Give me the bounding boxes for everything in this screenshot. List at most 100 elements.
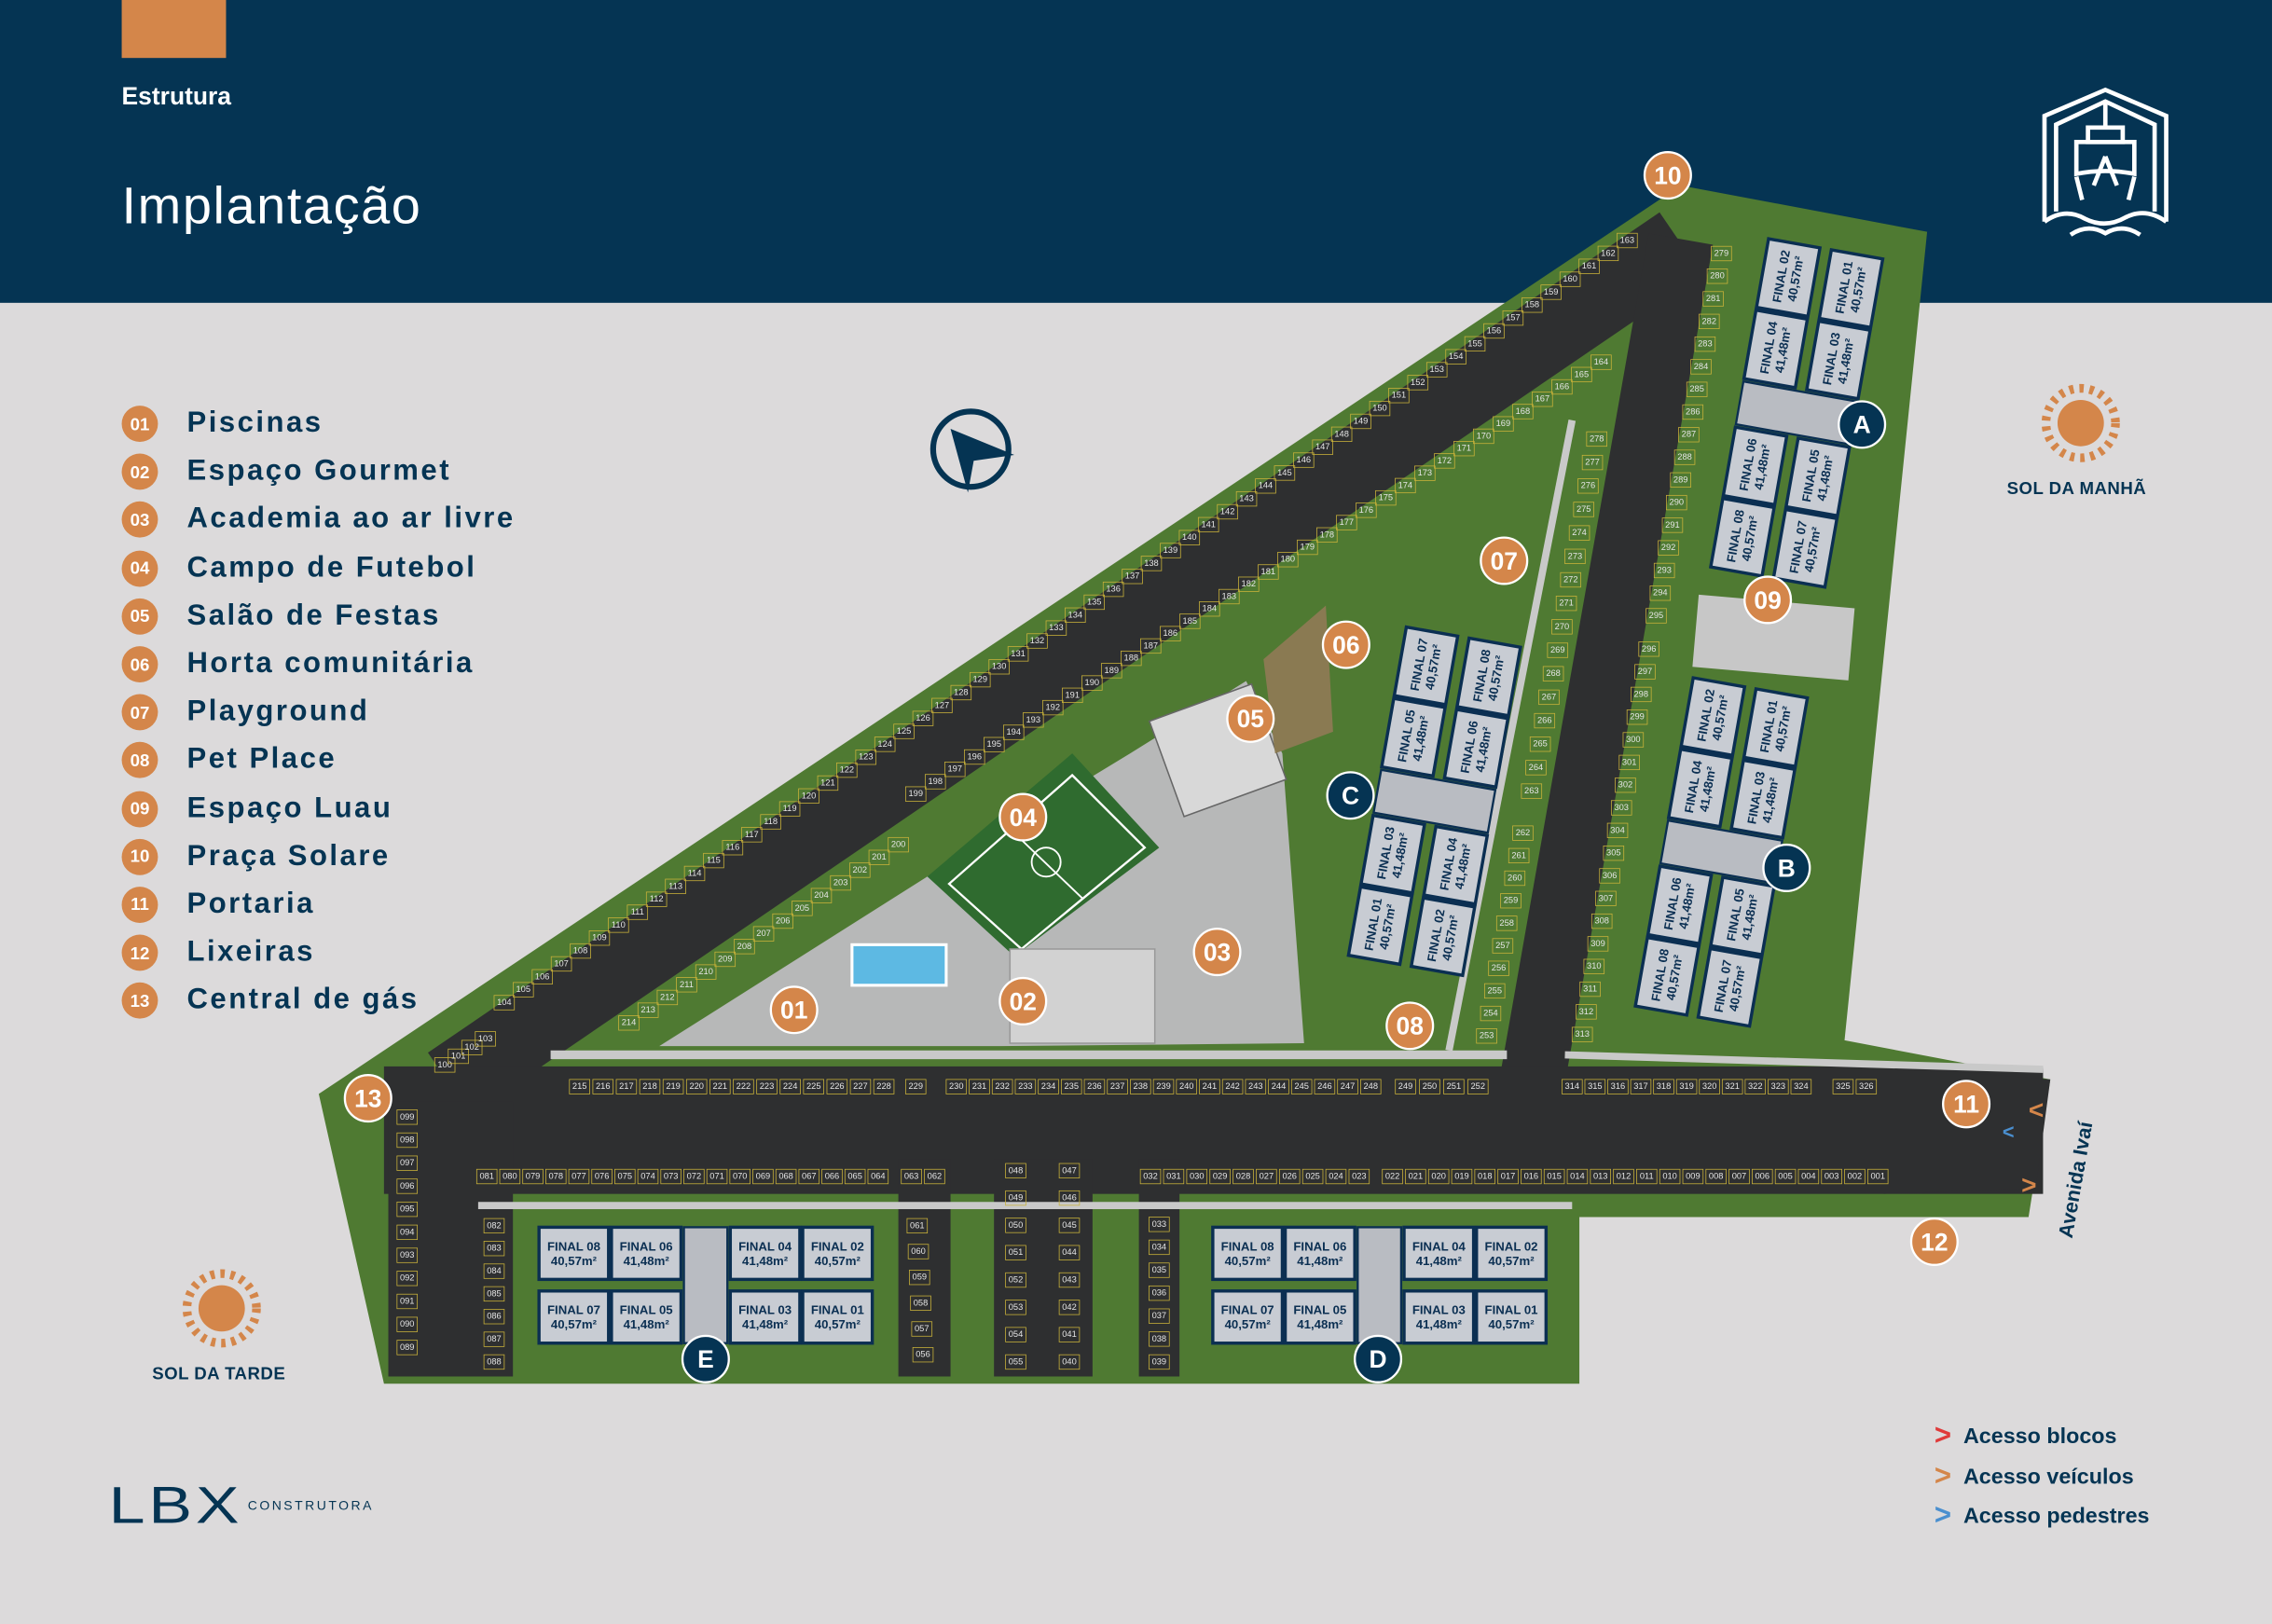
amenity-marker[interactable]: 13 [343, 1074, 392, 1123]
parking-space-number: 173 [1418, 468, 1433, 477]
amenity-marker[interactable]: 12 [1909, 1217, 1959, 1266]
parking-space-number: 143 [1239, 494, 1254, 503]
amenity-number-badge: 05 [121, 598, 158, 635]
parking-space-number: 313 [1575, 1029, 1590, 1039]
parking-space-number: 111 [631, 907, 644, 916]
unit-area: 41,48m² [1416, 1254, 1463, 1268]
parking-space-number: 292 [1661, 543, 1676, 552]
parking-space-number: 258 [1499, 918, 1514, 928]
parking-space-number: 261 [1511, 850, 1526, 860]
amenity-marker[interactable]: 05 [1226, 694, 1275, 743]
amenity-marker[interactable]: 03 [1192, 928, 1242, 977]
parking-space-number: 019 [1454, 1171, 1469, 1180]
parking-space-number: 109 [592, 933, 607, 943]
parking-space-number: 070 [733, 1171, 748, 1180]
parking-space-number: 034 [1152, 1242, 1167, 1251]
access-vehicles: >Acesso veículos [1934, 1460, 2134, 1493]
amenity-marker[interactable]: 09 [1743, 575, 1793, 625]
ship-shield-logo [2042, 87, 2169, 237]
amenity-marker[interactable]: 10 [1643, 151, 1692, 200]
parking-space-number: 133 [1049, 623, 1064, 632]
parking-space-number: 183 [1222, 591, 1237, 600]
parking-space-number: 016 [1524, 1171, 1539, 1180]
parking-space-number: 315 [1588, 1081, 1603, 1091]
parking-space-number: 104 [497, 998, 512, 1007]
parking-space-number: 150 [1372, 404, 1387, 413]
parking-space-number: 080 [503, 1171, 517, 1180]
amenity-marker[interactable]: 11 [1942, 1080, 1991, 1129]
parking-space-number: 127 [935, 700, 950, 709]
amenity-marker[interactable]: 02 [998, 976, 1048, 1025]
parking-space-number: 089 [400, 1342, 415, 1352]
parking-space-number: 106 [535, 971, 550, 981]
amenity-number-badge: 12 [121, 934, 158, 971]
amenity-label: Lixeiras [186, 936, 315, 969]
parking-space-number: 301 [1622, 757, 1637, 766]
parking-space-number: 064 [871, 1171, 886, 1180]
parking-space-number: 095 [400, 1204, 415, 1214]
parking-space-number: 078 [548, 1171, 563, 1180]
amenity-marker[interactable]: 04 [998, 792, 1048, 842]
access-pedestrians: >Acesso pedestres [1934, 1499, 2150, 1533]
amenity-marker[interactable]: 08 [1385, 1001, 1435, 1051]
parking-space-number: 207 [756, 929, 771, 938]
parking-space-number: 044 [1062, 1247, 1077, 1257]
amenity-marker-number: 05 [1237, 705, 1264, 733]
amenity-marker[interactable]: 01 [769, 985, 819, 1035]
parking-space-number: 030 [1190, 1171, 1205, 1180]
amenity-marker[interactable]: 07 [1480, 536, 1529, 585]
parking-space-number: 043 [1062, 1274, 1077, 1284]
parking-space-number: 027 [1260, 1171, 1274, 1180]
parking-space-number: 288 [1677, 452, 1692, 461]
parking-space-number: 082 [487, 1220, 502, 1230]
amenity-marker[interactable]: 06 [1321, 620, 1370, 669]
parking-space-number: 189 [1105, 666, 1120, 675]
parking-space-number: 309 [1590, 939, 1605, 948]
luau-area [1692, 594, 1855, 681]
amenity-number-badge: 07 [121, 694, 158, 731]
amenity-number-badge: 06 [121, 646, 158, 683]
parking-space-number: 014 [1570, 1171, 1585, 1180]
